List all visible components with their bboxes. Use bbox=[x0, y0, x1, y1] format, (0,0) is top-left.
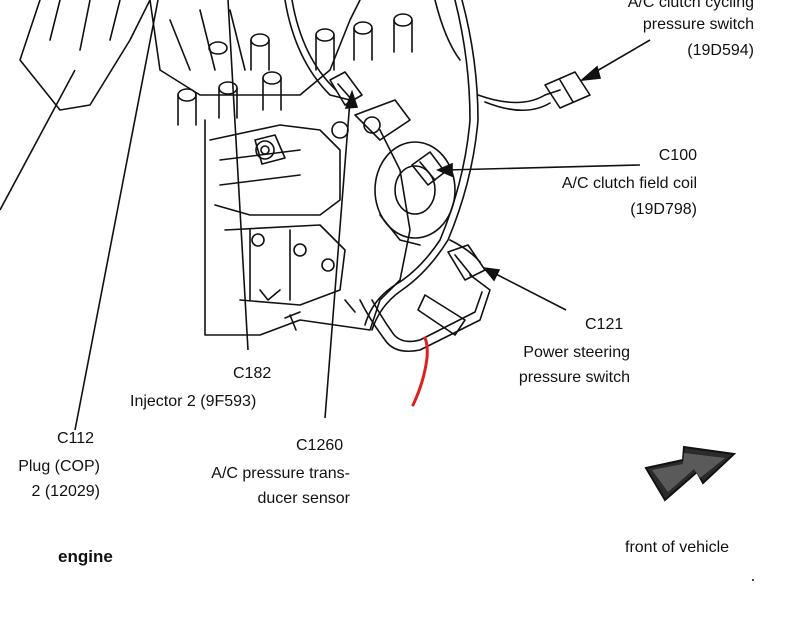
leader-c100 bbox=[445, 164, 641, 171]
label-c121-id: C121 bbox=[585, 316, 624, 333]
engine-label: engine bbox=[58, 547, 113, 566]
label-c182-line1: Injector 2 (9F593) bbox=[130, 393, 257, 410]
connector-c1260 bbox=[329, 71, 363, 106]
intake-manifold bbox=[19, 0, 151, 111]
label-c1260-line1: A/C pressure trans- bbox=[211, 465, 350, 482]
label-c112-id: C112 bbox=[57, 430, 95, 447]
connector-c182 bbox=[254, 134, 286, 165]
label-c121-line1: Power steering bbox=[523, 344, 630, 361]
leader-left-edge bbox=[0, 69, 76, 211]
label-c112-line1: Plug (COP) bbox=[18, 458, 100, 475]
engine-block bbox=[204, 119, 411, 336]
ac-compressor bbox=[374, 141, 456, 239]
label-ac-cycling-line3: (19D594) bbox=[687, 42, 754, 59]
leader-ac-cycling bbox=[589, 39, 651, 76]
label-ac-cycling-line2: pressure switch bbox=[642, 16, 754, 33]
label-c100-line1: A/C clutch field coil bbox=[561, 175, 697, 192]
label-c1260-id: C1260 bbox=[296, 437, 344, 454]
label-c100-line2: (19D798) bbox=[630, 201, 697, 218]
power-steering-line bbox=[359, 274, 491, 353]
connector-ac-cycling bbox=[544, 71, 591, 109]
upper-hose bbox=[284, 0, 351, 101]
valve-cover-outline bbox=[149, 0, 361, 96]
cylinder-tubes bbox=[177, 13, 413, 126]
wiring-harness bbox=[364, 0, 471, 326]
label-c112-line2: 2 (12029) bbox=[31, 483, 101, 500]
label-c100-id: C100 bbox=[658, 147, 697, 164]
leader-c1260 bbox=[324, 99, 351, 419]
leader-c182 bbox=[227, 0, 249, 351]
front-direction-arrow-icon bbox=[644, 445, 737, 502]
red-annotation-stroke bbox=[411, 336, 429, 407]
label-c182-id: C182 bbox=[233, 365, 272, 382]
leader-c112 bbox=[74, 0, 159, 431]
label-ac-cycling-line1: A/C clutch cycling bbox=[627, 0, 754, 11]
leader-c121 bbox=[491, 271, 567, 311]
front-of-vehicle-label: front of vehicle bbox=[625, 539, 730, 556]
label-c1260-line2: ducer sensor bbox=[257, 490, 351, 507]
label-c121-line2: pressure switch bbox=[518, 369, 630, 386]
